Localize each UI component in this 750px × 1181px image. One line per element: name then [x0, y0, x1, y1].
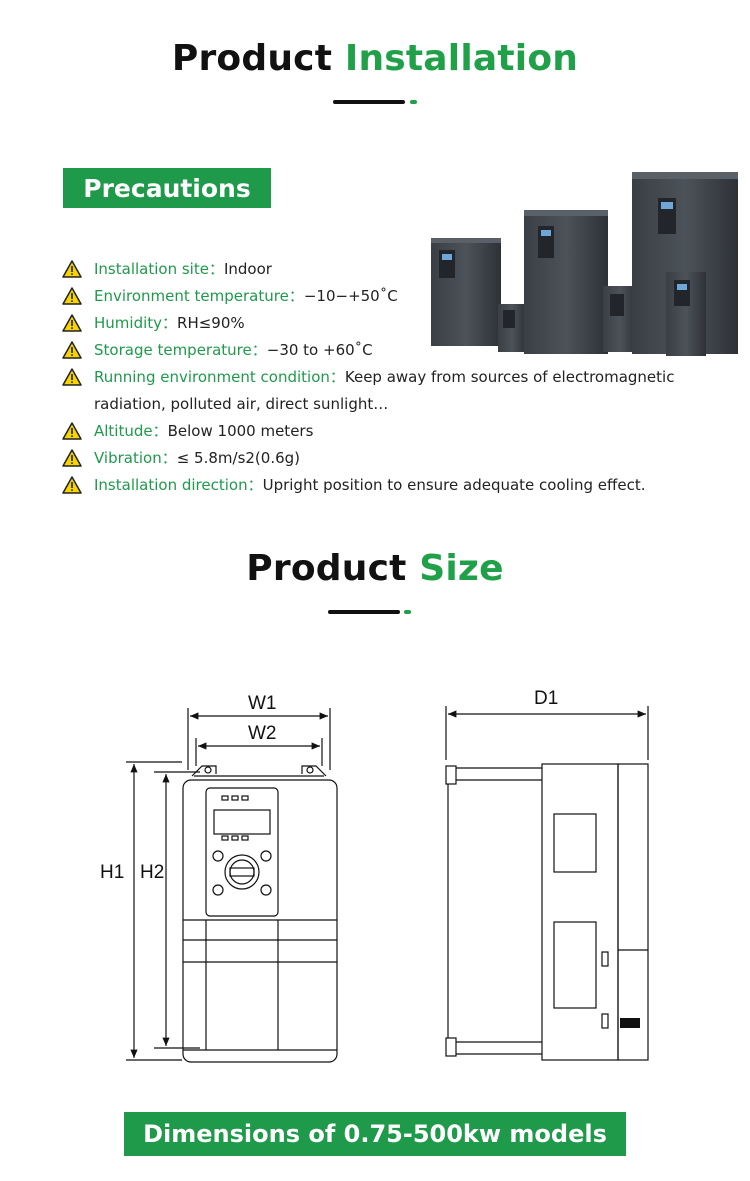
precaution-value: RH≤90%: [177, 314, 245, 332]
precaution-item: Running environment condition：Keep away …: [62, 364, 702, 391]
precaution-label: Installation direction：: [94, 476, 263, 494]
warning-triangle-icon: [62, 449, 82, 467]
size-heading: Product Size: [0, 548, 750, 589]
precaution-label: Storage temperature：: [94, 341, 267, 359]
warning-triangle-icon: [62, 368, 82, 386]
dim-label-d1: D1: [534, 688, 558, 709]
precaution-item: Humidity：RH≤90%: [62, 310, 702, 337]
precaution-value-continued: radiation, polluted air, direct sunlight…: [94, 395, 389, 413]
warning-triangle-icon: [62, 260, 82, 278]
precaution-item: Altitude：Below 1000 meters: [62, 418, 702, 445]
precaution-item: Storage temperature：−30 to +60˚C: [62, 337, 702, 364]
precaution-label: Humidity：: [94, 314, 178, 332]
dim-label-w2: W2: [248, 723, 277, 744]
precautions-badge: Precautions: [63, 168, 271, 208]
heading-green-word: Size: [419, 548, 504, 589]
warning-triangle-icon: [62, 287, 82, 305]
heading-green-word: Installation: [344, 38, 579, 79]
dim-label-h2: H2: [140, 862, 164, 883]
precaution-item: Environment temperature：−10−+50˚C: [62, 283, 702, 310]
dim-label-h1: H1: [100, 862, 124, 883]
installation-heading: Product Installation: [0, 38, 750, 79]
heading-underline: [0, 100, 750, 106]
precaution-value: Keep away from sources of electromagneti…: [344, 368, 675, 386]
precaution-label: Environment temperature：: [94, 287, 304, 305]
dimension-drawing: W1 W2 H1 H2 D1: [100, 688, 649, 1063]
precautions-list: Installation site：Indoor Environment tem…: [62, 256, 702, 499]
heading-underline: [0, 610, 750, 616]
dimensions-caption: Dimensions of 0.75-500kw models: [124, 1112, 626, 1156]
precaution-value: Indoor: [223, 260, 272, 278]
precaution-value: −30 to +60˚C: [266, 341, 373, 359]
precaution-value: −10−+50˚C: [303, 287, 398, 305]
precaution-item: Vibration：≤ 5.8m/s2(0.6g): [62, 445, 702, 472]
precaution-item: Installation direction：Upright position …: [62, 472, 702, 499]
heading-dark-word: Product: [171, 38, 333, 79]
precaution-item: Installation site：Indoor: [62, 256, 702, 283]
precaution-item-continued: radiation, polluted air, direct sunlight…: [62, 391, 702, 418]
heading-dark-word: Product: [246, 548, 407, 589]
warning-triangle-icon: [62, 476, 82, 494]
precaution-value: Upright position to ensure adequate cool…: [262, 476, 646, 494]
precaution-label: Altitude：: [94, 422, 168, 440]
precaution-label: Installation site：: [94, 260, 224, 278]
precaution-value: ≤ 5.8m/s2(0.6g): [176, 449, 301, 467]
warning-triangle-icon: [62, 314, 82, 332]
precaution-label: Running environment condition：: [94, 368, 345, 386]
product-photo: [431, 172, 738, 356]
warning-triangle-icon: [62, 341, 82, 359]
precaution-value: Below 1000 meters: [167, 422, 314, 440]
warning-triangle-icon: [62, 422, 82, 440]
dim-label-w1: W1: [248, 693, 277, 714]
precaution-label: Vibration：: [94, 449, 177, 467]
